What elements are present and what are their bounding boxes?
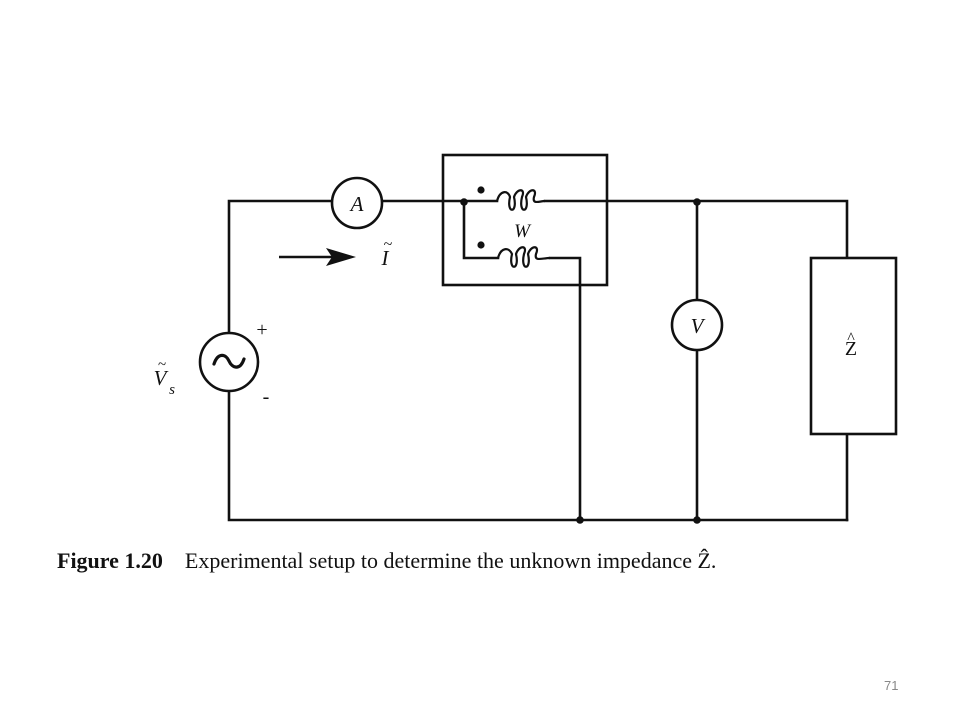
wattmeter-voltage-lead [462, 199, 500, 260]
ammeter-label: A [349, 192, 364, 216]
impedance-box: Z ^ [809, 256, 898, 436]
voltmeter: V [670, 298, 724, 352]
junction-dot-wattmeter-bottom [576, 516, 584, 524]
ammeter: A [330, 176, 384, 230]
current-arrow-icon [279, 248, 356, 266]
sine-wave-icon [212, 353, 246, 369]
current-accent: ~ [384, 236, 393, 253]
ac-source [198, 331, 260, 393]
voltmeter-label: V [691, 314, 706, 338]
junction-dot-voltmeter-top [693, 198, 701, 206]
polarity-dot-current [477, 186, 485, 194]
junction-dot-voltmeter-bottom [693, 516, 701, 524]
caption-text: Experimental setup to determine the unkn… [184, 548, 717, 573]
wire-left-lower [227, 389, 849, 522]
source-plus: + [256, 319, 267, 341]
impedance-accent: ^ [847, 330, 855, 347]
source-label: V [154, 366, 169, 390]
figure-caption: Figure 1.20 Experimental setup to determi… [57, 548, 716, 574]
wattmeter-current-coil [495, 189, 546, 211]
polarity-dot-voltage [477, 241, 485, 249]
source-subscript: s [169, 382, 175, 398]
current-label: I [381, 246, 390, 270]
wattmeter-voltage-return [548, 256, 582, 522]
wire-left [227, 199, 334, 335]
wire-top-right [543, 199, 849, 260]
source-accent: ~ [158, 357, 166, 373]
wattmeter-box [441, 153, 609, 287]
impedance-label: Z [845, 338, 857, 360]
source-minus: - [263, 386, 270, 408]
wattmeter-voltage-coil [496, 246, 551, 268]
wattmeter-label: W [514, 221, 532, 242]
junction-dot-wattmeter [460, 198, 468, 206]
figure-label: Figure 1.20 [57, 548, 163, 573]
page-number: 71 [884, 678, 899, 693]
